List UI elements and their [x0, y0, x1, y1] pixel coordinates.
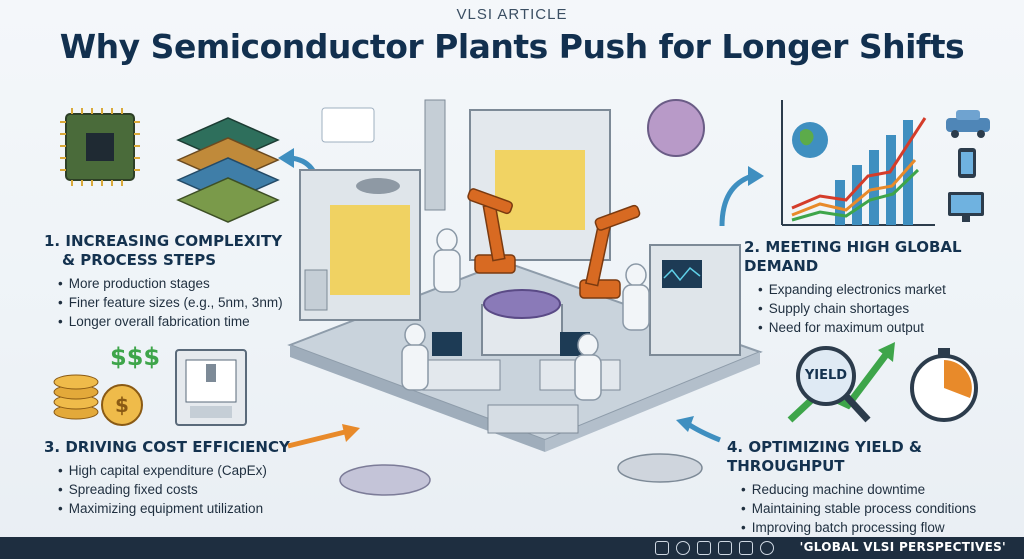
bullet-item: Expanding electronics market	[758, 280, 1024, 299]
globe-icon	[676, 541, 690, 555]
yield-magnifier-icon	[787, 342, 895, 423]
bullet-list: Reducing machine downtime Maintaining st…	[741, 480, 1024, 537]
bullet-list: More production stages Finer feature siz…	[58, 274, 283, 331]
bullet-item: High capital expenditure (CapEx)	[58, 461, 290, 480]
stopwatch-icon	[910, 348, 978, 422]
microchip-icon	[60, 108, 140, 186]
section-demand: 2. MEETING HIGH GLOBAL DEMAND Expanding …	[744, 238, 1024, 337]
dollar-icon: $	[115, 393, 129, 417]
bullet-list: Expanding electronics market Supply chai…	[758, 280, 1024, 337]
bullet-item: Supply chain shortages	[758, 299, 1024, 318]
section-yield: 4. OPTIMIZING YIELD & THROUGHPUT Reducin…	[727, 438, 1024, 537]
section-cost: 3. DRIVING COST EFFICIENCY High capital …	[44, 438, 290, 518]
phone-icon	[697, 541, 711, 555]
bullet-item: Maximizing equipment utilization	[58, 499, 290, 518]
section-title: 1. INCREASING COMPLEXITY & PROCESS STEPS	[44, 232, 283, 269]
robot-arm	[467, 188, 641, 299]
phone-icon	[958, 148, 976, 178]
footer-icons	[655, 541, 774, 555]
section-complexity: 1. INCREASING COMPLEXITY & PROCESS STEPS…	[44, 232, 283, 331]
center-wafer-tool	[481, 289, 563, 356]
growth-chart-icon	[781, 100, 935, 226]
bullet-item: More production stages	[58, 274, 283, 293]
back-process-machine	[424, 99, 611, 261]
section-title: 4. OPTIMIZING YIELD & THROUGHPUT	[727, 438, 922, 475]
section-title: 3. DRIVING COST EFFICIENCY	[44, 438, 290, 456]
section-title: 2. MEETING HIGH GLOBAL DEMAND	[744, 238, 962, 275]
bullet-item: Reducing machine downtime	[741, 480, 1024, 499]
footer-bar: 'GLOBAL VLSI PERSPECTIVES'	[0, 537, 1024, 559]
bullet-item: Need for maximum output	[758, 318, 1024, 337]
cost-symbol: $$$	[110, 343, 161, 371]
laptop-icon	[718, 541, 732, 555]
chip-icon	[655, 541, 669, 555]
bullet-item: Spreading fixed costs	[58, 480, 290, 499]
camera-icon	[760, 541, 774, 555]
process-tool-machine	[299, 169, 421, 321]
layer-stack-icon	[176, 117, 280, 223]
page-title: Why Semiconductor Plants Push for Longer…	[59, 27, 965, 66]
article-kicker: VLSI ARTICLE	[456, 6, 568, 23]
bullet-item: Improving batch processing flow	[741, 518, 1024, 537]
monitor-icon	[739, 541, 753, 555]
right-tool-machine	[649, 244, 741, 356]
monitor-icon	[948, 192, 984, 222]
bullet-item: Longer overall fabrication time	[58, 312, 283, 331]
bullet-item: Maintaining stable process conditions	[741, 499, 1024, 518]
footer-text: 'GLOBAL VLSI PERSPECTIVES'	[799, 540, 1006, 554]
bullet-item: Finer feature sizes (e.g., 5nm, 3nm)	[58, 293, 283, 312]
car-icon	[946, 110, 990, 138]
cnc-machine-icon	[175, 349, 247, 426]
coins-icon	[53, 374, 143, 426]
cleanroom-workers	[401, 228, 650, 401]
bullet-list: High capital expenditure (CapEx) Spreadi…	[58, 461, 290, 518]
yield-label: YIELD	[804, 368, 848, 383]
